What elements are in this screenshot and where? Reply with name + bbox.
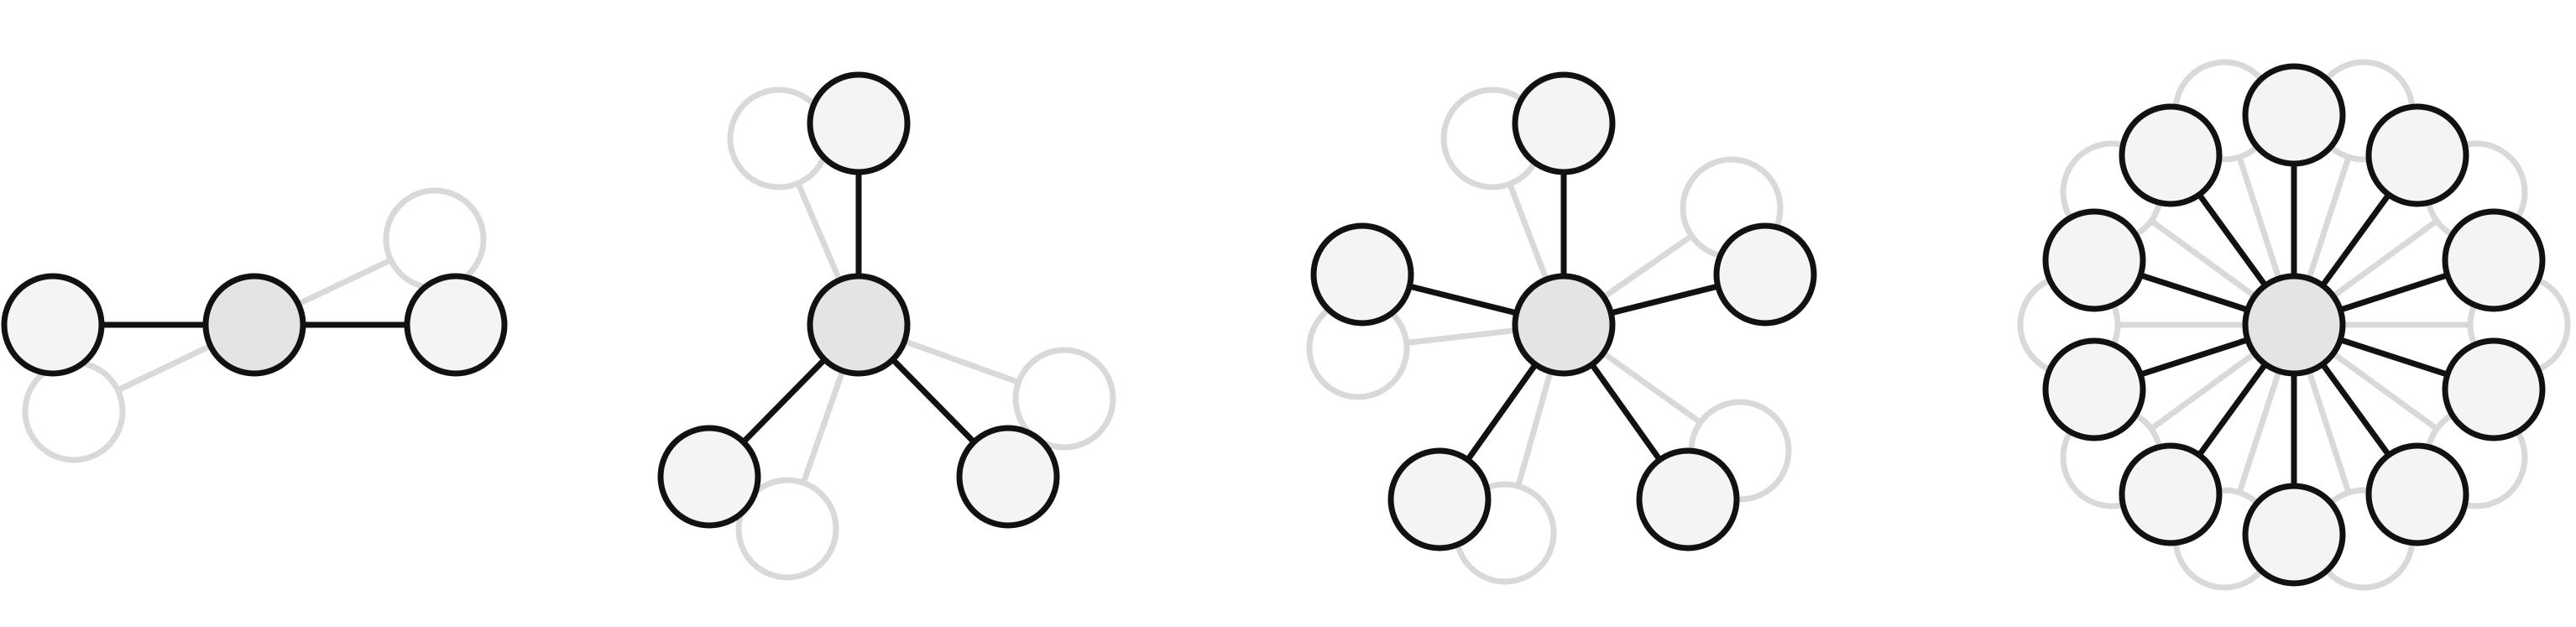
ghost-node	[383, 187, 487, 291]
leaf-node	[807, 71, 911, 175]
leaf-node	[2442, 337, 2546, 442]
leaf-node	[2442, 208, 2546, 312]
leaf-node	[2119, 103, 2223, 207]
leaf-node	[2242, 63, 2346, 167]
leaf-node	[404, 273, 508, 377]
leaf-node	[657, 425, 761, 529]
leaf-node	[2365, 103, 2469, 207]
center-node	[1512, 273, 1616, 377]
star-graph-3	[657, 71, 1116, 581]
ghost-node	[735, 477, 839, 581]
leaf-node	[2242, 483, 2346, 587]
leaf-node	[2365, 442, 2469, 546]
star-graph-5	[1306, 71, 1817, 585]
leaf-node	[1310, 222, 1414, 327]
leaf-node	[2119, 442, 2223, 546]
ghost-node	[22, 359, 126, 463]
center-node	[202, 273, 306, 377]
leaf-node	[1512, 71, 1616, 175]
center-node	[807, 273, 911, 377]
ghost-node	[1012, 347, 1116, 451]
leaf-node	[1, 273, 105, 377]
leaf-node	[2042, 337, 2146, 442]
leaf-node	[956, 425, 1060, 529]
center-node	[2242, 273, 2346, 377]
star-graph-10	[2017, 59, 2571, 591]
leaf-node	[1387, 447, 1492, 551]
leaf-node	[1636, 447, 1740, 551]
leaf-node	[1713, 222, 1817, 327]
leaf-node	[2042, 208, 2146, 312]
star-graph-2	[1, 187, 508, 463]
